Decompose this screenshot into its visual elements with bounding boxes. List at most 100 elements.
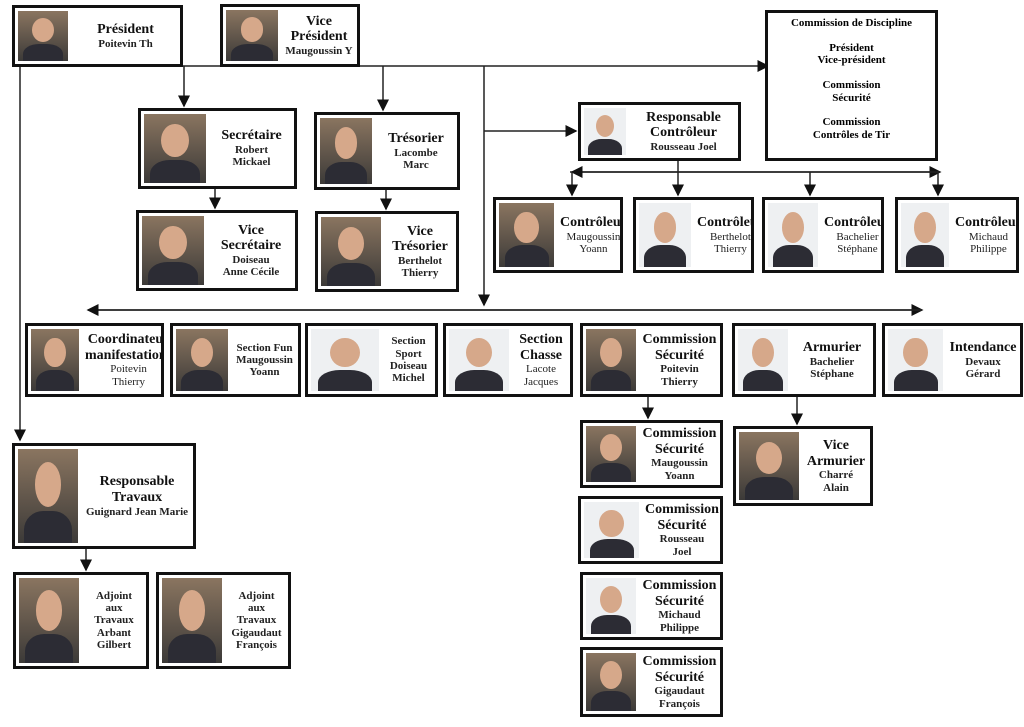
portrait-photo <box>499 203 554 267</box>
portrait-body <box>644 245 686 267</box>
portrait-head <box>599 509 624 537</box>
person-name: Gigaudaut <box>231 626 282 639</box>
person-name: Poitevin Th <box>98 37 153 50</box>
role-title: Michel <box>392 372 425 385</box>
person-name: Robert <box>235 144 268 157</box>
portrait-photo <box>584 502 639 558</box>
portrait-body <box>591 462 631 482</box>
role-title: Contrôleur <box>650 125 717 141</box>
role-title: Contrôleur <box>955 214 1019 230</box>
portrait-photo <box>768 203 818 267</box>
portrait-body <box>504 245 549 267</box>
person-name: Gigaudaut <box>654 685 705 698</box>
portrait-head <box>240 17 264 42</box>
portrait-body <box>773 245 813 267</box>
portrait-photo <box>226 10 278 61</box>
role-title: Contrôleur <box>560 214 623 230</box>
discipline-line: Président <box>829 41 874 54</box>
role-title: Section <box>519 332 563 348</box>
portrait-photo <box>639 203 691 267</box>
person-name: Philippe <box>659 621 700 634</box>
role-title: Intendance <box>949 339 1017 355</box>
discipline-line: Commission <box>822 78 881 91</box>
person-name: Rousseau Joel <box>650 141 717 154</box>
role-title: Section Fun <box>236 341 293 354</box>
person-name: Bachelier <box>836 230 879 243</box>
person-name: Berthelot <box>709 230 751 243</box>
role-title: aux <box>247 602 266 615</box>
portrait-photo <box>449 329 509 391</box>
role-title: Sécurité <box>655 593 704 609</box>
person-name: Gilbert <box>96 638 132 651</box>
portrait-head <box>334 127 358 159</box>
portrait-body <box>327 262 375 286</box>
role-title: Sécurité <box>655 669 704 685</box>
person-name: Lacote <box>526 363 556 376</box>
role-title: Yoann <box>249 366 280 379</box>
person-name: Anne Cécile <box>222 266 280 279</box>
person-name: Poitevin <box>660 363 699 376</box>
portrait-body <box>168 634 216 663</box>
role-title: Commission <box>642 332 717 348</box>
role-title: Contrôleur <box>697 214 751 230</box>
role-title: Trésorier <box>388 130 444 146</box>
person-name: Mickael <box>232 156 271 169</box>
controleur-3-box: ContrôleurBachelierStéphane <box>762 197 884 273</box>
portrait-head <box>190 337 214 368</box>
portrait-head <box>782 211 804 243</box>
role-title: Travaux <box>94 614 134 627</box>
role-title: Section <box>391 335 426 348</box>
portrait-body <box>181 369 223 391</box>
person-name: Maugoussin <box>566 230 621 243</box>
role-title: Trésorier <box>392 239 448 255</box>
portrait-body <box>905 245 945 267</box>
portrait-head <box>752 337 774 368</box>
portrait-body <box>589 538 634 558</box>
person-name: Arbant <box>96 626 132 639</box>
portrait-photo <box>142 216 204 285</box>
person-name: Jacques <box>523 375 559 388</box>
portrait-photo <box>901 203 949 267</box>
portrait-head <box>330 337 360 368</box>
person-name: Maugoussin <box>651 457 708 470</box>
portrait-body <box>591 369 631 391</box>
portrait-photo <box>18 11 68 61</box>
person-name: Thierry <box>713 242 747 255</box>
portrait-head <box>337 226 365 260</box>
portrait-head <box>600 585 622 613</box>
portrait-photo <box>321 217 381 286</box>
discipline-line: Sécurité <box>832 91 871 104</box>
role-title: Commission <box>642 426 717 442</box>
role-title: Travaux <box>236 614 277 627</box>
portrait-head <box>32 18 54 42</box>
portrait-head <box>514 211 539 243</box>
portrait-body <box>25 634 73 663</box>
person-name: Thierry <box>401 267 439 280</box>
portrait-head <box>159 225 187 259</box>
person-name: Rousseau <box>659 533 705 546</box>
portrait-body <box>231 43 273 61</box>
portrait-photo <box>586 329 636 391</box>
role-title: manifestations <box>85 347 164 363</box>
person-name: Doiseau <box>232 253 270 266</box>
person-name: Alain <box>823 481 849 494</box>
portrait-head <box>755 441 783 475</box>
portrait-head <box>465 337 493 368</box>
